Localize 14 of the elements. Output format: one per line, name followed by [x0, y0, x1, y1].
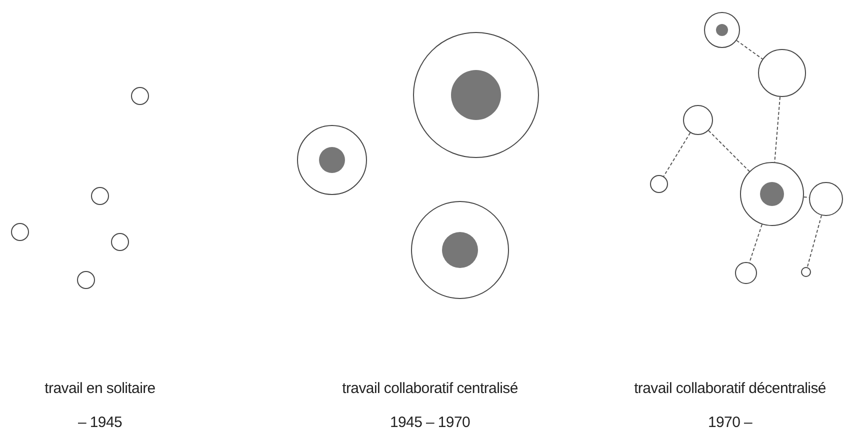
dashed-connector [736, 40, 763, 60]
dashed-connector [708, 130, 750, 172]
period-label: 1945 – 1970 [390, 413, 470, 433]
dashed-connector [803, 196, 810, 198]
column-caption: travail collaboratif décentralisé [634, 379, 826, 399]
period-label: 1970 – [708, 413, 752, 433]
dashed-connector [774, 96, 781, 163]
period-label: – 1945 [78, 413, 122, 433]
dashed-connector [748, 224, 762, 264]
column-caption: travail collaboratif centralisé [342, 379, 518, 399]
circle-with-core [704, 12, 740, 48]
column-caption: travail en solitaire [44, 379, 156, 399]
dashed-connector [806, 214, 822, 268]
dashed-connector [663, 132, 691, 177]
